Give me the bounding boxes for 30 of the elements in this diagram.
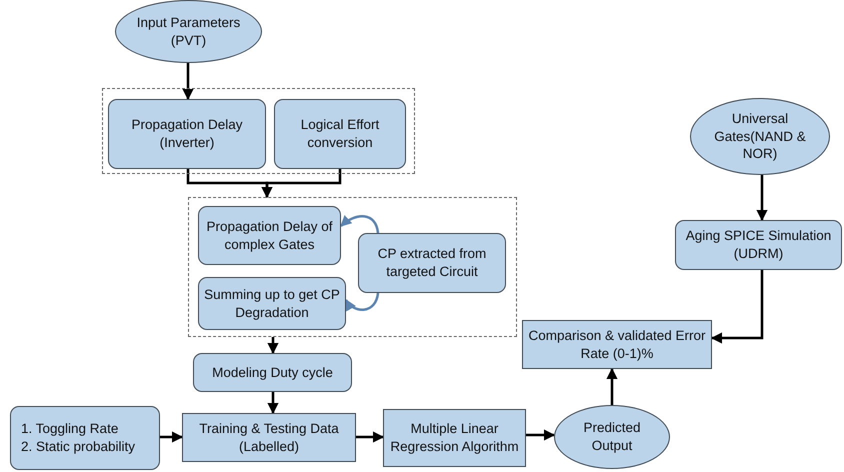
arrow xyxy=(261,169,342,198)
process-box: Comparison & validated Error Rate (0-1)% xyxy=(522,320,712,369)
process-box: Summing up to get CP Degradation xyxy=(198,277,346,330)
process-box: Multiple Linear Regression Algorithm xyxy=(383,409,526,467)
ellipse-node: Universal Gates(NAND & NOR) xyxy=(690,98,830,175)
process-box: Training & Testing Data (Labelled) xyxy=(182,413,356,462)
process-box: Propagation Delay (Inverter) xyxy=(108,99,266,169)
arrow xyxy=(356,431,384,443)
process-box: CP extracted from targeted Circuit xyxy=(358,233,506,293)
arrow xyxy=(267,337,279,354)
arrow xyxy=(160,431,184,443)
arrow xyxy=(606,368,618,405)
ellipse-node: Predicted Output xyxy=(554,405,670,469)
list-item: 1. Toggling Rate xyxy=(21,420,118,438)
arrow xyxy=(182,63,194,100)
arrow xyxy=(756,175,768,222)
process-box: Logical Effort conversion xyxy=(274,99,406,169)
process-box: Aging SPICE Simulation (UDRM) xyxy=(675,220,842,270)
curved-arrow xyxy=(340,215,380,234)
dashed-group-box xyxy=(102,88,415,174)
process-box xyxy=(10,406,160,470)
dashed-group-box xyxy=(188,197,517,337)
arrow xyxy=(267,392,279,414)
process-box: Modeling Duty cycle xyxy=(193,353,352,392)
ellipse-node: Input Parameters (PVT) xyxy=(115,0,262,63)
arrow xyxy=(710,270,764,344)
process-box: Propagation Delay of complex Gates xyxy=(198,206,341,265)
curved-arrow xyxy=(344,292,380,312)
list-item: 2. Static probability xyxy=(21,438,136,456)
arrow xyxy=(526,429,556,441)
